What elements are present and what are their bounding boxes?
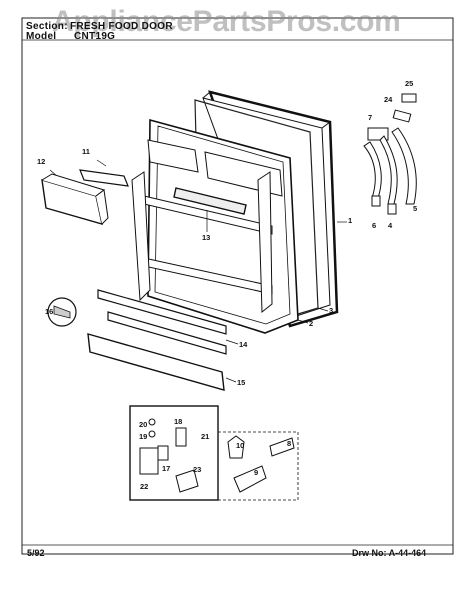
model-label: Model bbox=[26, 31, 57, 42]
lower-hinge-parts bbox=[139, 418, 295, 493]
watermark: AppliancePartsPros.com bbox=[52, 5, 401, 38]
hinge-inset-box bbox=[129, 405, 219, 501]
callout-10: 10 bbox=[236, 441, 245, 450]
footer-date: 5/92 bbox=[27, 548, 45, 558]
callout-25: 25 bbox=[405, 79, 414, 88]
callout-1: 1 bbox=[348, 216, 353, 225]
shelf-front-14 bbox=[97, 289, 227, 355]
callout-3: 3 bbox=[329, 306, 334, 315]
door-closer bbox=[227, 435, 245, 459]
callout-5: 5 bbox=[413, 204, 418, 213]
butter-compartment bbox=[41, 173, 109, 225]
callout-23: 23 bbox=[193, 465, 202, 474]
callout-24: 24 bbox=[384, 95, 393, 104]
hinge-inset-extension bbox=[218, 431, 299, 501]
callout-8: 8 bbox=[287, 439, 292, 448]
model-value: CNT19G bbox=[74, 31, 116, 42]
drawing-number: Drw No: A-44-464 bbox=[352, 548, 427, 558]
hinge-bracket bbox=[233, 465, 267, 493]
callout-7: 7 bbox=[368, 113, 373, 122]
callout-13: 13 bbox=[202, 233, 211, 242]
callout-20: 20 bbox=[139, 420, 148, 429]
callout-6: 6 bbox=[372, 221, 377, 230]
callout-12: 12 bbox=[37, 157, 46, 166]
callout-15: 15 bbox=[237, 378, 246, 387]
callout-2: 2 bbox=[309, 319, 314, 328]
page-border bbox=[21, 17, 454, 555]
hinge-kit bbox=[363, 93, 417, 215]
callout-9: 9 bbox=[254, 468, 259, 477]
callout-17: 17 bbox=[162, 464, 171, 473]
butter-door bbox=[79, 169, 129, 187]
callout-22: 22 bbox=[140, 482, 149, 491]
callout-4: 4 bbox=[388, 221, 393, 230]
hinge-cap bbox=[401, 93, 417, 103]
callout-14: 14 bbox=[239, 340, 248, 349]
shelf-front-15 bbox=[87, 333, 225, 391]
callout-18: 18 bbox=[174, 417, 183, 426]
door-liner bbox=[131, 118, 299, 334]
callout-21: 21 bbox=[201, 432, 210, 441]
callout-16: 16 bbox=[45, 307, 54, 316]
callout-11: 11 bbox=[82, 147, 90, 156]
callout-19: 19 bbox=[139, 432, 148, 441]
section-value: FRESH FOOD DOOR bbox=[70, 21, 173, 32]
section-label: Section: bbox=[26, 21, 68, 32]
